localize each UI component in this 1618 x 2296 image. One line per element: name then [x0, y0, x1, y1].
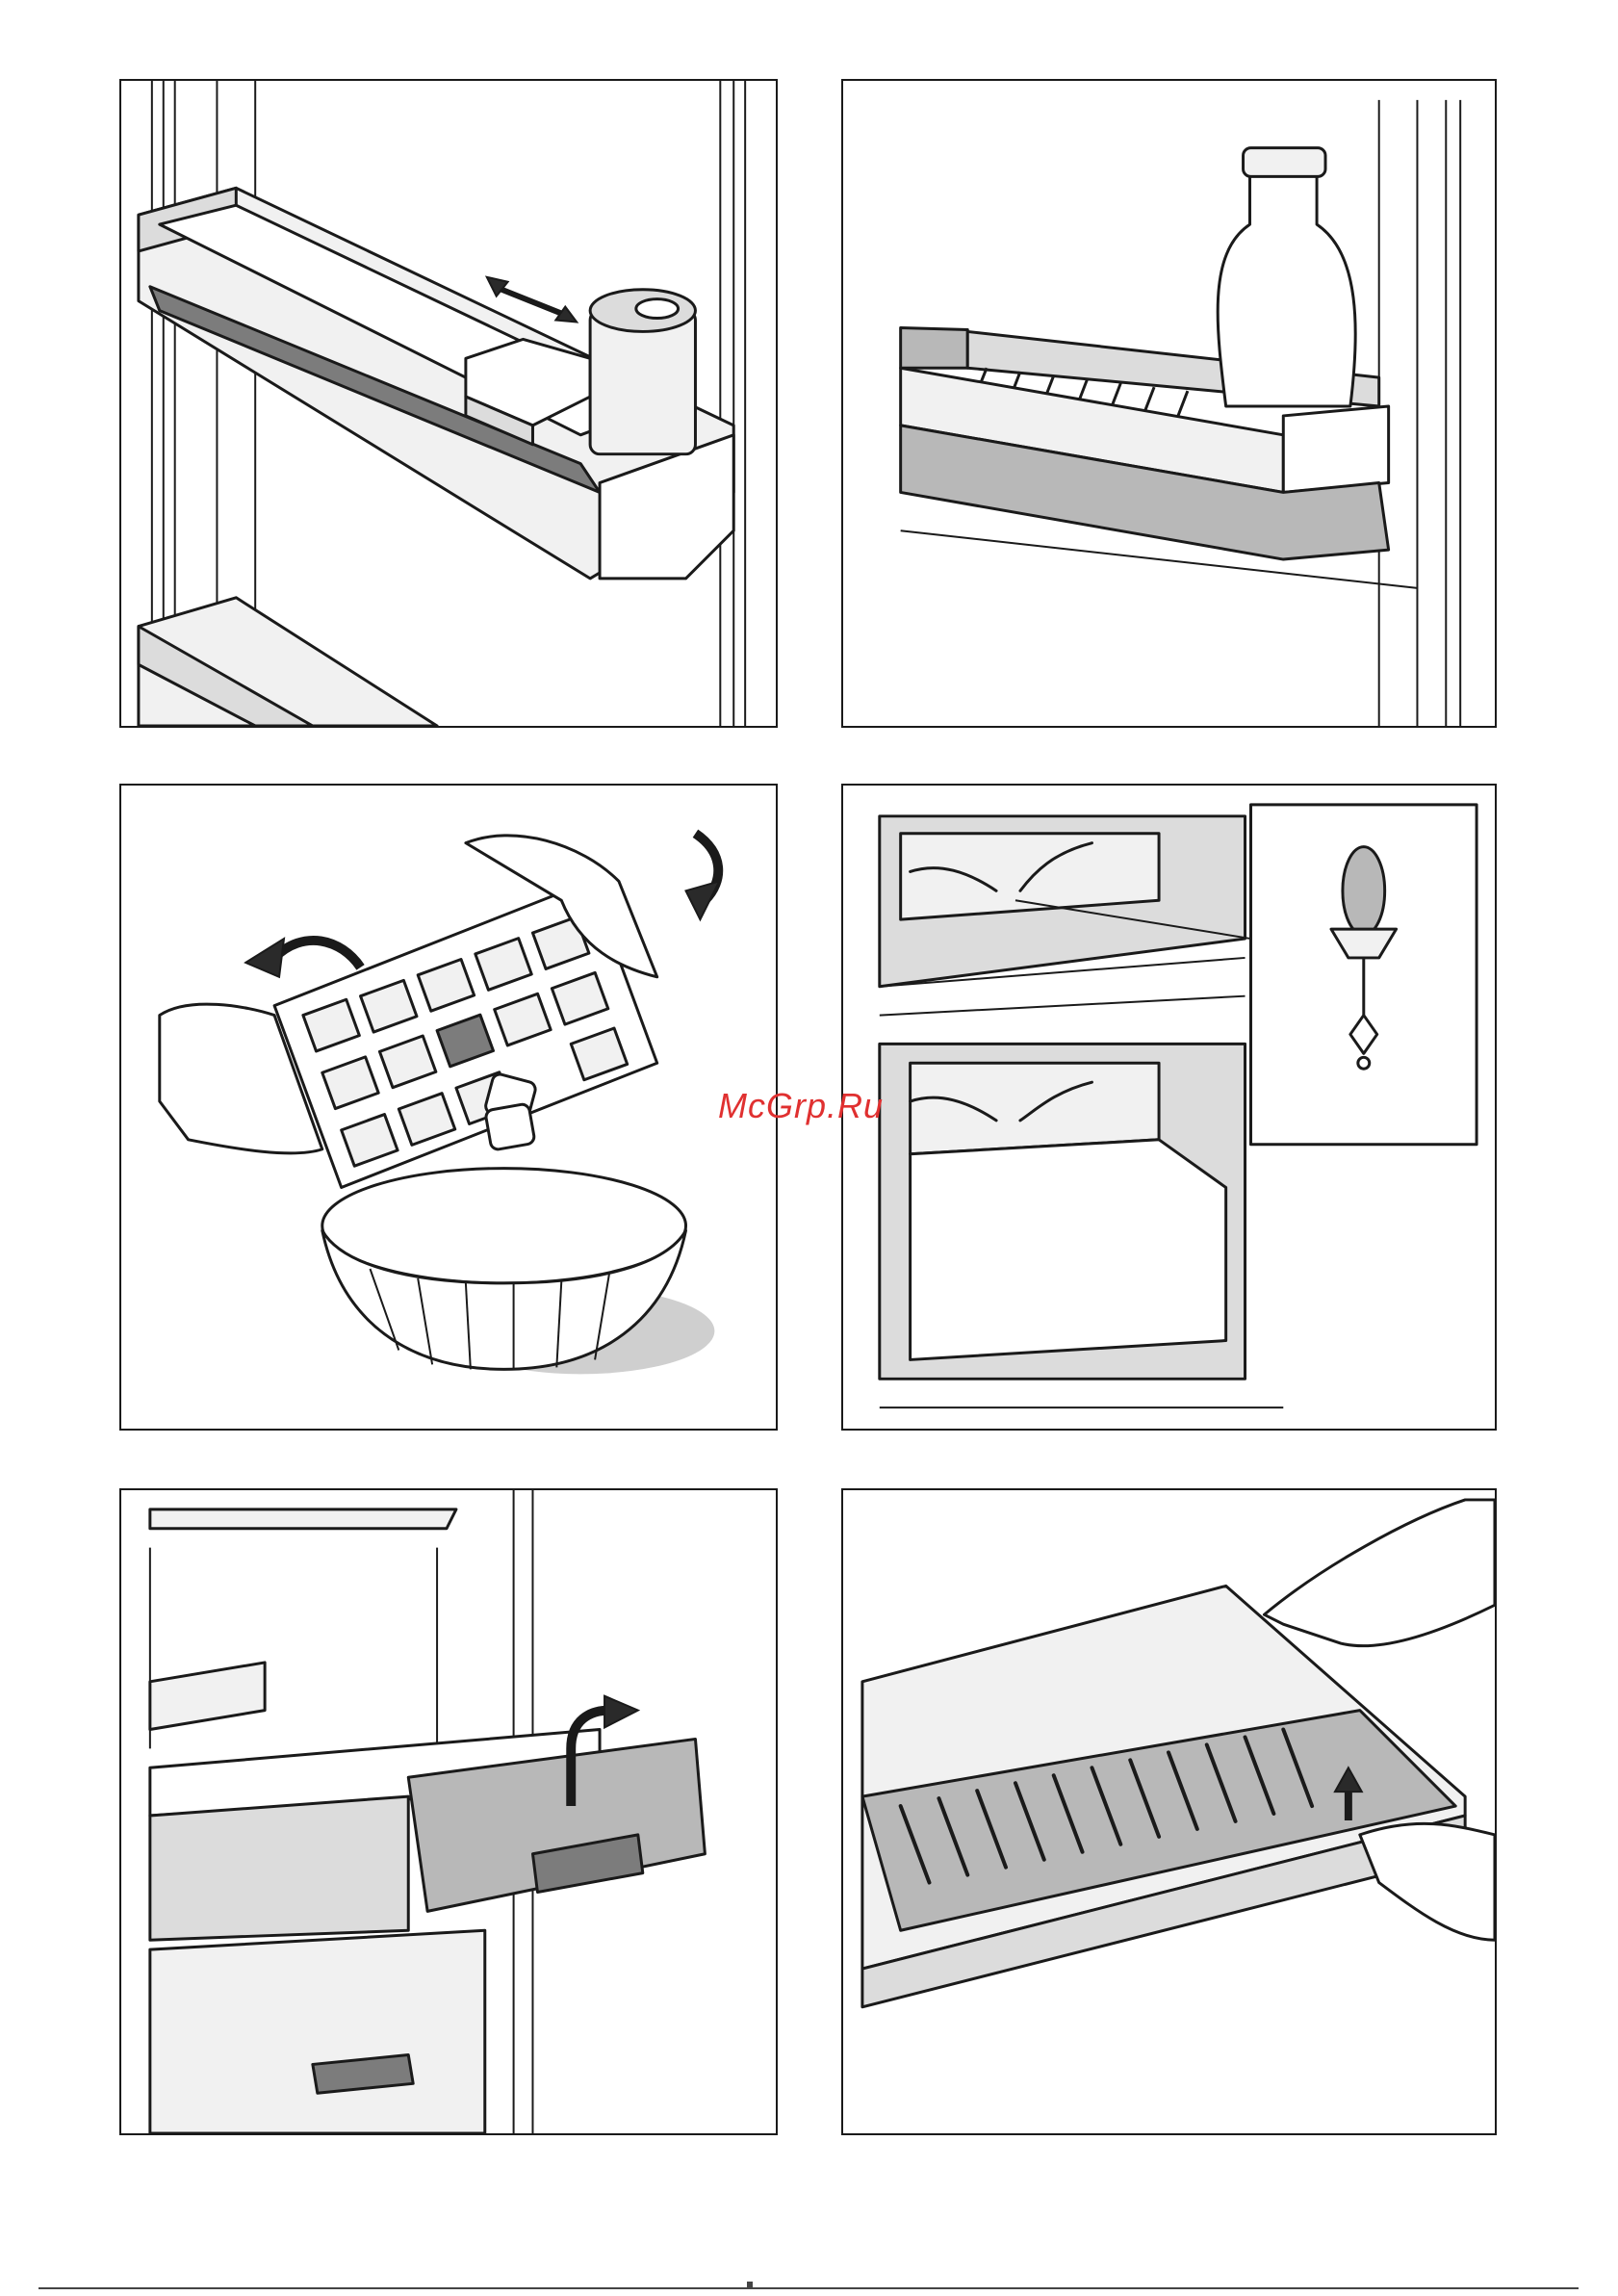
drain-plug-icon	[843, 786, 1495, 1429]
illustration-ice-tray	[119, 784, 778, 1431]
footer-rule	[39, 2287, 1579, 2289]
door-shelf-icon	[121, 81, 776, 726]
bottle-icon	[843, 81, 1495, 726]
illustration-drawer-removal	[119, 1488, 778, 2135]
watermark: McGrp.Ru	[718, 1086, 884, 1126]
drawer-icon	[121, 1490, 776, 2133]
illustration-bottle-shelf	[841, 79, 1497, 728]
footer-mark	[747, 2282, 753, 2287]
shelf-mat-icon	[843, 1490, 1495, 2133]
illustration-shelf-mat	[841, 1488, 1497, 2135]
illustration-defrost-drain	[841, 784, 1497, 1431]
ice-tray-icon	[121, 786, 776, 1429]
illustration-door-shelf	[119, 79, 778, 728]
